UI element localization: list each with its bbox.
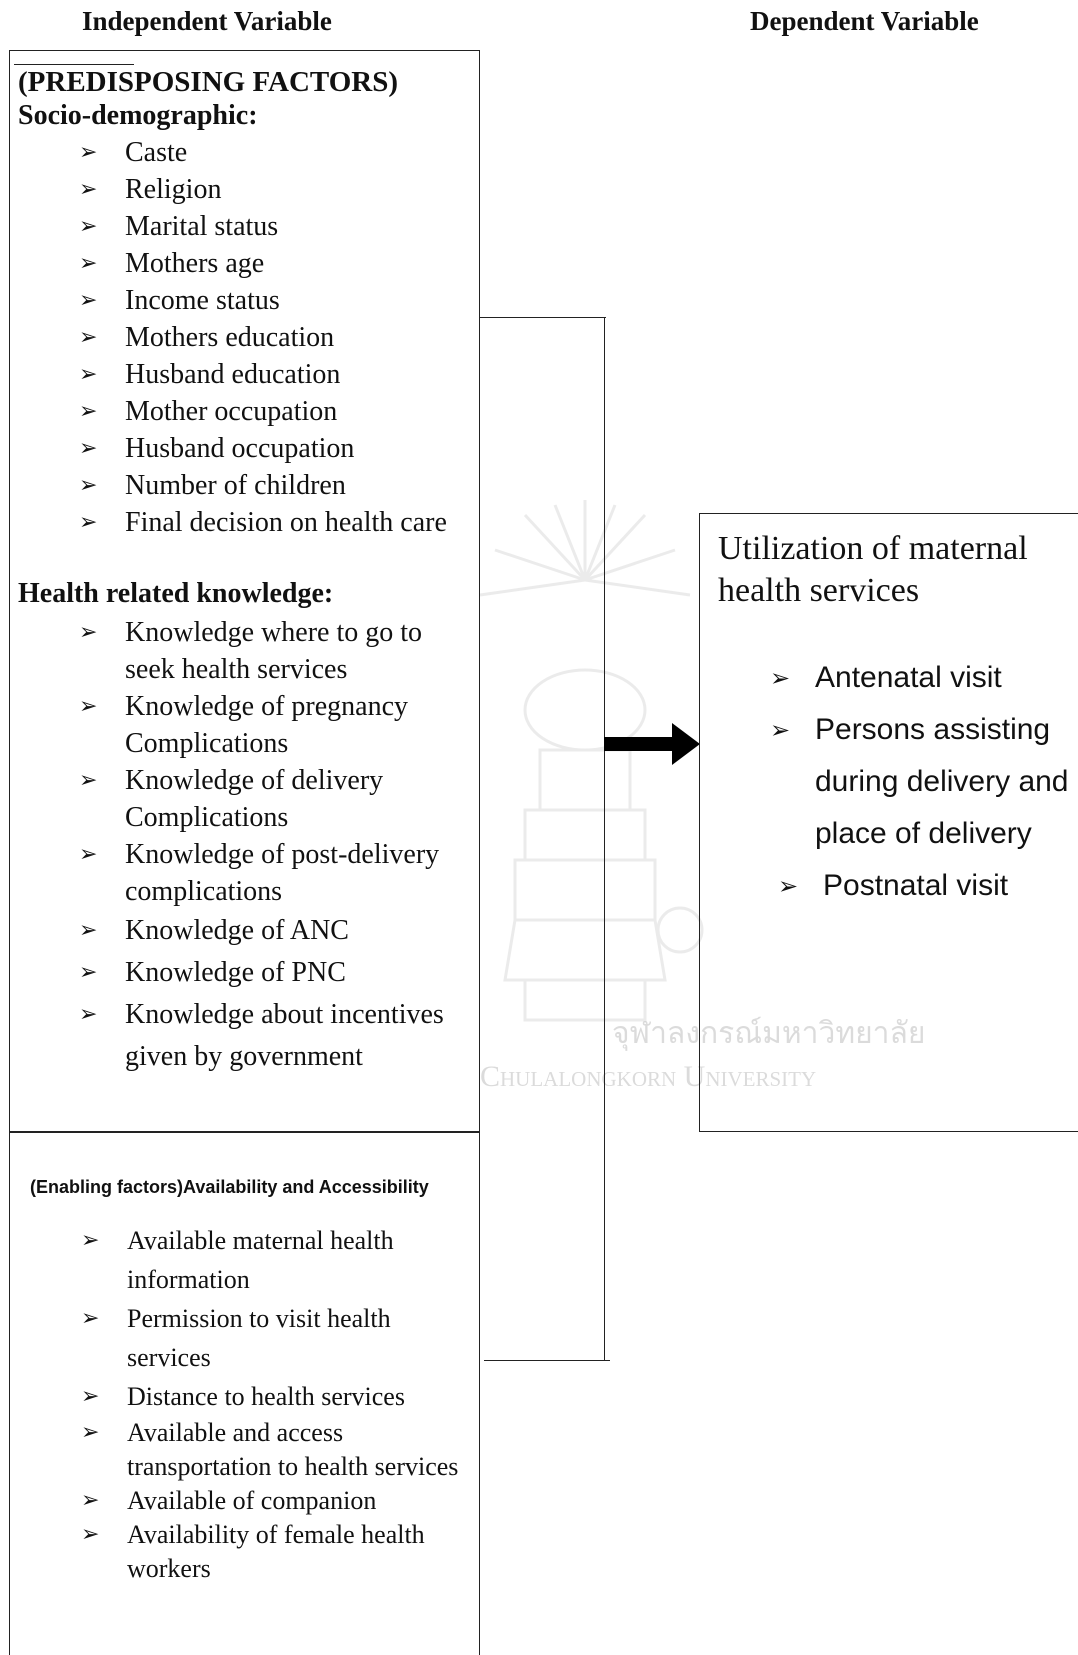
- arrowhead-bullet-icon: ➢: [79, 510, 98, 535]
- list-item: ➢Mothers age: [79, 245, 465, 282]
- arrowhead-bullet-icon: ➢: [79, 620, 98, 645]
- arrowhead-bullet-icon: ➢: [79, 1002, 98, 1027]
- list-item: ➢Knowledge of post-delivery complication…: [79, 836, 470, 910]
- list-item: ➢Knowledge of PNC: [79, 952, 470, 994]
- list-item: ➢Distance to health services: [81, 1377, 472, 1416]
- watermark-english-text: Chulalongkorn University: [480, 1060, 817, 1093]
- list-item: ➢Available and access transportation to …: [81, 1418, 459, 1481]
- arrowhead-bullet-icon: ➢: [79, 399, 98, 424]
- list-item: ➢Knowledge where to go to seek health se…: [79, 614, 470, 688]
- list-item: ➢Final decision on health care: [79, 504, 465, 541]
- university-seal-watermark: [479, 500, 704, 1022]
- dependent-variable-title: Utilization of maternal health services: [718, 530, 1028, 609]
- list-item: ➢Husband education: [79, 356, 465, 393]
- list-item: ➢Permission to visit health services: [81, 1299, 472, 1377]
- enabling-factors-box: [9, 1132, 480, 1655]
- arrowhead-bullet-icon: ➢: [79, 768, 98, 793]
- arrowhead-bullet-icon: ➢: [79, 842, 98, 867]
- watermark-thai-text: จุฬาลงกรณ์มหาวิทยาลัย: [612, 1017, 926, 1050]
- arrowhead-bullet-icon: ➢: [79, 694, 98, 719]
- list-item: ➢Knowledge of delivery Complications: [79, 762, 470, 836]
- list-item: ➢Knowledge about incentives given by gov…: [79, 994, 470, 1078]
- list-item: ➢Postnatal visit: [778, 860, 1070, 912]
- list-item: ➢Availability of female health workers: [81, 1520, 425, 1583]
- arrowhead-bullet-icon: ➢: [79, 214, 98, 239]
- list-item: ➢Mother occupation: [79, 393, 465, 430]
- arrowhead-bullet-icon: ➢: [81, 1488, 100, 1513]
- dependent-variable-list: ➢Antenatal visit ➢Persons assisting duri…: [770, 652, 1070, 912]
- list-item: ➢Husband occupation: [79, 430, 465, 467]
- right-arrow-icon: [604, 723, 700, 765]
- arrowhead-bullet-icon: ➢: [81, 1420, 100, 1445]
- health-knowledge-heading: Health related knowledge:: [18, 578, 334, 609]
- list-item: ➢Caste: [79, 134, 465, 171]
- list-item: ➢Mothers education: [79, 319, 465, 356]
- socio-demographic-list: ➢Caste ➢Religion ➢Marital status ➢Mother…: [79, 134, 465, 541]
- arrowhead-bullet-icon: ➢: [79, 251, 98, 276]
- bracket-bottom-line: [484, 1360, 610, 1362]
- arrowhead-bullet-icon: ➢: [79, 177, 98, 202]
- arrowhead-bullet-icon: ➢: [79, 918, 98, 943]
- list-item: ➢Income status: [79, 282, 465, 319]
- arrowhead-bullet-icon: ➢: [79, 362, 98, 387]
- list-item: ➢Knowledge of pregnancy Complications: [79, 688, 470, 762]
- list-item: ➢Available of companion: [81, 1484, 472, 1518]
- independent-variable-header: Independent Variable: [82, 6, 332, 36]
- arrowhead-bullet-icon: ➢: [770, 664, 791, 692]
- list-item: ➢Religion: [79, 171, 465, 208]
- arrowhead-bullet-icon: ➢: [81, 1384, 100, 1409]
- enabling-factors-title: (Enabling factors)Availability and Acces…: [30, 1177, 429, 1197]
- box-top-accent-line: [14, 64, 134, 65]
- arrowhead-bullet-icon: ➢: [81, 1522, 100, 1547]
- list-item: ➢Antenatal visit: [770, 652, 1070, 704]
- list-item: ➢Knowledge of ANC: [79, 910, 470, 952]
- health-knowledge-list: ➢Knowledge where to go to seek health se…: [79, 614, 470, 1078]
- dependent-variable-box: [699, 513, 1078, 1132]
- arrowhead-bullet-icon: ➢: [770, 716, 791, 744]
- dependent-variable-header: Dependent Variable: [750, 6, 979, 36]
- arrowhead-bullet-icon: ➢: [778, 872, 799, 900]
- arrowhead-bullet-icon: ➢: [79, 436, 98, 461]
- arrowhead-bullet-icon: ➢: [81, 1306, 100, 1331]
- arrowhead-bullet-icon: ➢: [79, 325, 98, 350]
- list-item: ➢Number of children: [79, 467, 465, 504]
- arrowhead-bullet-icon: ➢: [81, 1228, 100, 1253]
- socio-demographic-heading: Socio-demographic:: [18, 100, 258, 131]
- list-item: ➢Persons assisting during delivery and p…: [770, 704, 1070, 860]
- list-item: ➢Marital status: [79, 208, 465, 245]
- arrowhead-bullet-icon: ➢: [79, 473, 98, 498]
- bracket-top-line: [480, 317, 606, 319]
- predisposing-factors-title: (PREDISPOSING FACTORS): [18, 66, 399, 98]
- arrowhead-bullet-icon: ➢: [79, 140, 98, 165]
- list-item: ➢Available maternal health information: [81, 1221, 472, 1299]
- bracket-vertical-line: [604, 317, 606, 1361]
- arrowhead-bullet-icon: ➢: [79, 960, 98, 985]
- enabling-factors-list: ➢Available maternal health information ➢…: [81, 1221, 472, 1586]
- arrowhead-bullet-icon: ➢: [79, 288, 98, 313]
- predisposing-factors-box: [9, 50, 480, 1132]
